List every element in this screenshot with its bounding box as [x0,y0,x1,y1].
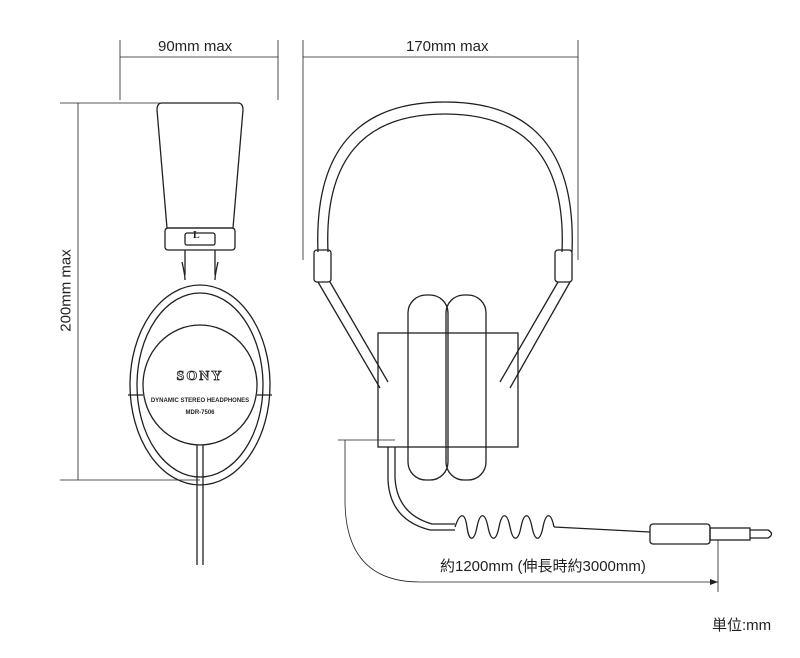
height-dimension: 200mm max [57,249,75,332]
cable-length-dimension: 約1200mm (伸長時約3000mm) [440,558,646,575]
brand-logo: SONY [177,369,224,384]
side-width-dimension: 90mm max [158,38,233,55]
model-name: MDR-7506 [185,410,215,416]
front-view-headphone [313,101,773,545]
unit-label: 単位:mm [712,617,772,634]
product-subtitle: DYNAMIC STEREO HEADPHONES [150,398,250,404]
side-marker: L [193,230,200,241]
dimension-lines [60,40,719,592]
side-view-headphone: SONY [128,102,272,565]
front-width-dimension: 170mm max [406,38,489,55]
